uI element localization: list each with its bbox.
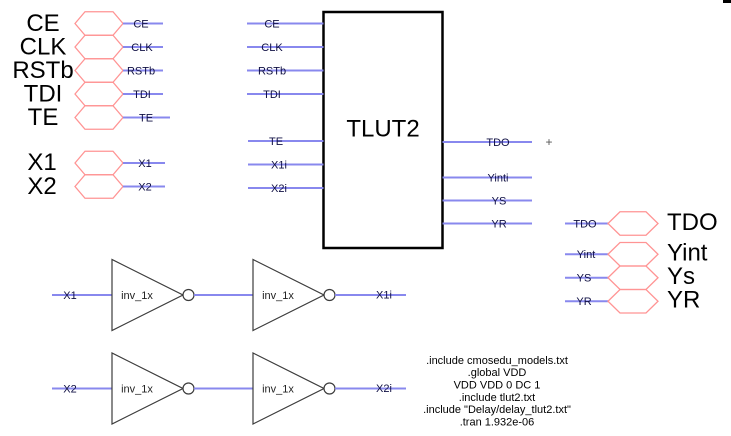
export-hexagon-tdo[interactable] [607,211,659,236]
export-label-te: TE [28,104,59,131]
net-label-x1i-input: X1i [271,159,287,171]
tlut2-block-label: TLUT2 [346,115,419,142]
export-group-x: X1 X2 X1 X2 [27,149,165,200]
inverter-chain-x1: X1 inv_1x inv_1x X1i [52,258,406,332]
export-label-yint: Yint [667,240,708,267]
export-hexagon-x2[interactable] [74,174,124,199]
net-label-yr-output: YR [491,218,506,230]
net-label-ce-input: CE [264,18,279,30]
net-label-yr-export: YR [576,296,591,308]
export-label-tdi: TDI [24,80,63,107]
inverter-cell-label-1a: inv_1x [121,290,153,302]
export-label-x2: X2 [27,173,56,200]
net-label-te-stub: TE [139,112,153,124]
export-label-x1: X1 [27,149,56,176]
net-label-clk-input: CLK [261,42,283,54]
inverter-triangle-1a[interactable] [111,258,185,332]
net-label-tdi-stub: TDI [133,89,151,101]
export-hexagon-tdi[interactable] [74,81,124,107]
inverter-bubble-1a[interactable] [182,288,195,302]
export-label-tdo: TDO [667,209,718,236]
net-label-ce-stub: CE [133,18,148,30]
net-label-x2: X2 [63,383,76,395]
net-label-x2i: X2i [376,383,392,395]
spice-directive-line: .include "Delay/delay_tlut2.txt" [423,404,571,416]
spice-directive-line: .tran 1.932e-06 [460,416,535,428]
export-hexagon-ys[interactable] [607,265,659,291]
inverter-cell-label-2b: inv_1x [262,383,294,395]
net-label-x1-stub: X1 [138,158,151,170]
export-hexagon-clk[interactable] [74,34,124,60]
spice-directive-line: .include tlut2.txt [459,392,535,404]
tlut2-block[interactable] [322,10,444,250]
inverter-bubble-1b[interactable] [323,288,336,302]
net-label-x1i: X1i [376,289,392,301]
export-label-ce: CE [26,10,59,37]
window-corner-artifact [723,0,731,3]
spice-directive-line: .global VDD [468,367,527,379]
export-label-ys: Ys [667,263,695,290]
export-hexagon-te[interactable] [74,105,124,130]
net-label-tdo-output: TDO [486,137,510,149]
inverter-cell-label-2a: inv_1x [121,383,153,395]
spice-directive-line: VDD VDD 0 DC 1 [454,379,541,391]
export-hexagon-x1[interactable] [74,150,124,176]
net-label-rstb-stub: RSTb [127,65,155,77]
export-label-rstb: RSTb [12,57,73,84]
net-label-clk-stub: CLK [131,42,153,54]
net-label-yint-export: Yint [577,249,596,261]
inverter-bubble-2b[interactable] [323,382,336,395]
export-hexagon-yint[interactable] [607,241,659,267]
export-label-clk: CLK [20,33,67,60]
export-hexagon-rstb[interactable] [74,58,124,83]
net-label-x2i-input: X2i [271,183,287,195]
export-label-yr: YR [667,287,700,314]
block-output-wires: TDO Yinti YS YR + [442,135,553,230]
inverter-chain-x2: X2 inv_1x inv_1x X2i [52,352,406,425]
inverter-bubble-2a[interactable] [182,382,195,395]
export-group-outputs: TDO Yint YS YR TDO Yint Ys YR [565,209,718,314]
net-label-tdi-input: TDI [263,89,281,101]
inverter-triangle-2b[interactable] [252,352,326,425]
spice-directive-line: .include cmosedu_models.txt [426,355,568,367]
net-label-rstb-input: RSTb [258,65,286,77]
net-label-x2-stub: X2 [138,181,151,193]
export-hexagon-ce[interactable] [74,11,124,36]
plus-marker: + [545,135,552,149]
spice-directives-block[interactable]: .include cmosedu_models.txt .global VDD … [423,355,571,429]
inverter-cell-label-1b: inv_1x [262,290,294,302]
inverter-triangle-2a[interactable] [111,352,185,425]
net-label-ys-export: YS [577,273,592,285]
tlut2-instance: TLUT2 [322,10,444,250]
export-group-control: CE CLK RSTb TDI TE CE CLK RSTb TDI TE [12,10,170,131]
inverter-triangle-1b[interactable] [252,258,326,332]
net-label-te-input: TE [269,136,283,148]
block-input-wires: CE CLK RSTb TDI TE X1i X2i [247,18,324,195]
export-hexagon-yr[interactable] [607,288,659,314]
net-label-x1: X1 [63,290,76,302]
net-label-ys-output: YS [492,195,507,207]
net-label-tdo-export: TDO [573,218,597,230]
net-label-yinti-output: Yinti [488,172,509,184]
